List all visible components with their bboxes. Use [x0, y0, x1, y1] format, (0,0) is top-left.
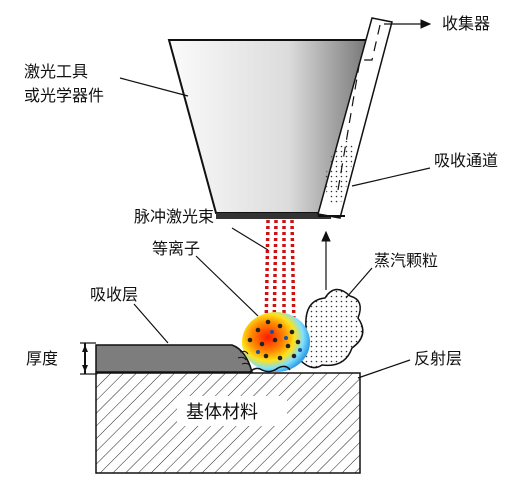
pulsed-laser-beam — [264, 219, 296, 331]
absorption-channel-leader — [351, 167, 431, 187]
laser-tool-leader — [119, 77, 189, 97]
absorption-layer-label: 吸收层 — [90, 285, 138, 304]
substrate-block — [95, 372, 361, 474]
absorption-layer-leader — [133, 303, 169, 344]
vapor-leader — [345, 267, 373, 299]
reflective-layer-leader — [357, 359, 411, 379]
plasma-leader — [195, 255, 259, 317]
vapor-particles-label: 蒸汽颗粒 — [374, 251, 438, 270]
absorption-channel — [317, 17, 432, 219]
thickness-bracket — [80, 342, 96, 375]
pulsed-beam-leader — [231, 227, 269, 251]
pulsed-beam-label: 脉冲激光束 — [134, 207, 214, 226]
substrate-material-label: 基体材料 — [186, 402, 258, 423]
plasma-label: 等离子 — [152, 239, 200, 258]
absorption-channel-label: 吸收通道 — [434, 151, 498, 170]
absorption-layer — [95, 344, 253, 373]
collector-label: 收集器 — [442, 14, 490, 33]
vapor-particle-cloud — [296, 288, 364, 369]
thickness-label: 厚度 — [26, 349, 58, 368]
reflective-layer-label: 反射层 — [414, 349, 462, 368]
laser-tool-label: 激光工具 — [24, 62, 88, 81]
optical-device-label: 或光学器件 — [24, 86, 104, 105]
plasma-plume — [237, 312, 310, 373]
